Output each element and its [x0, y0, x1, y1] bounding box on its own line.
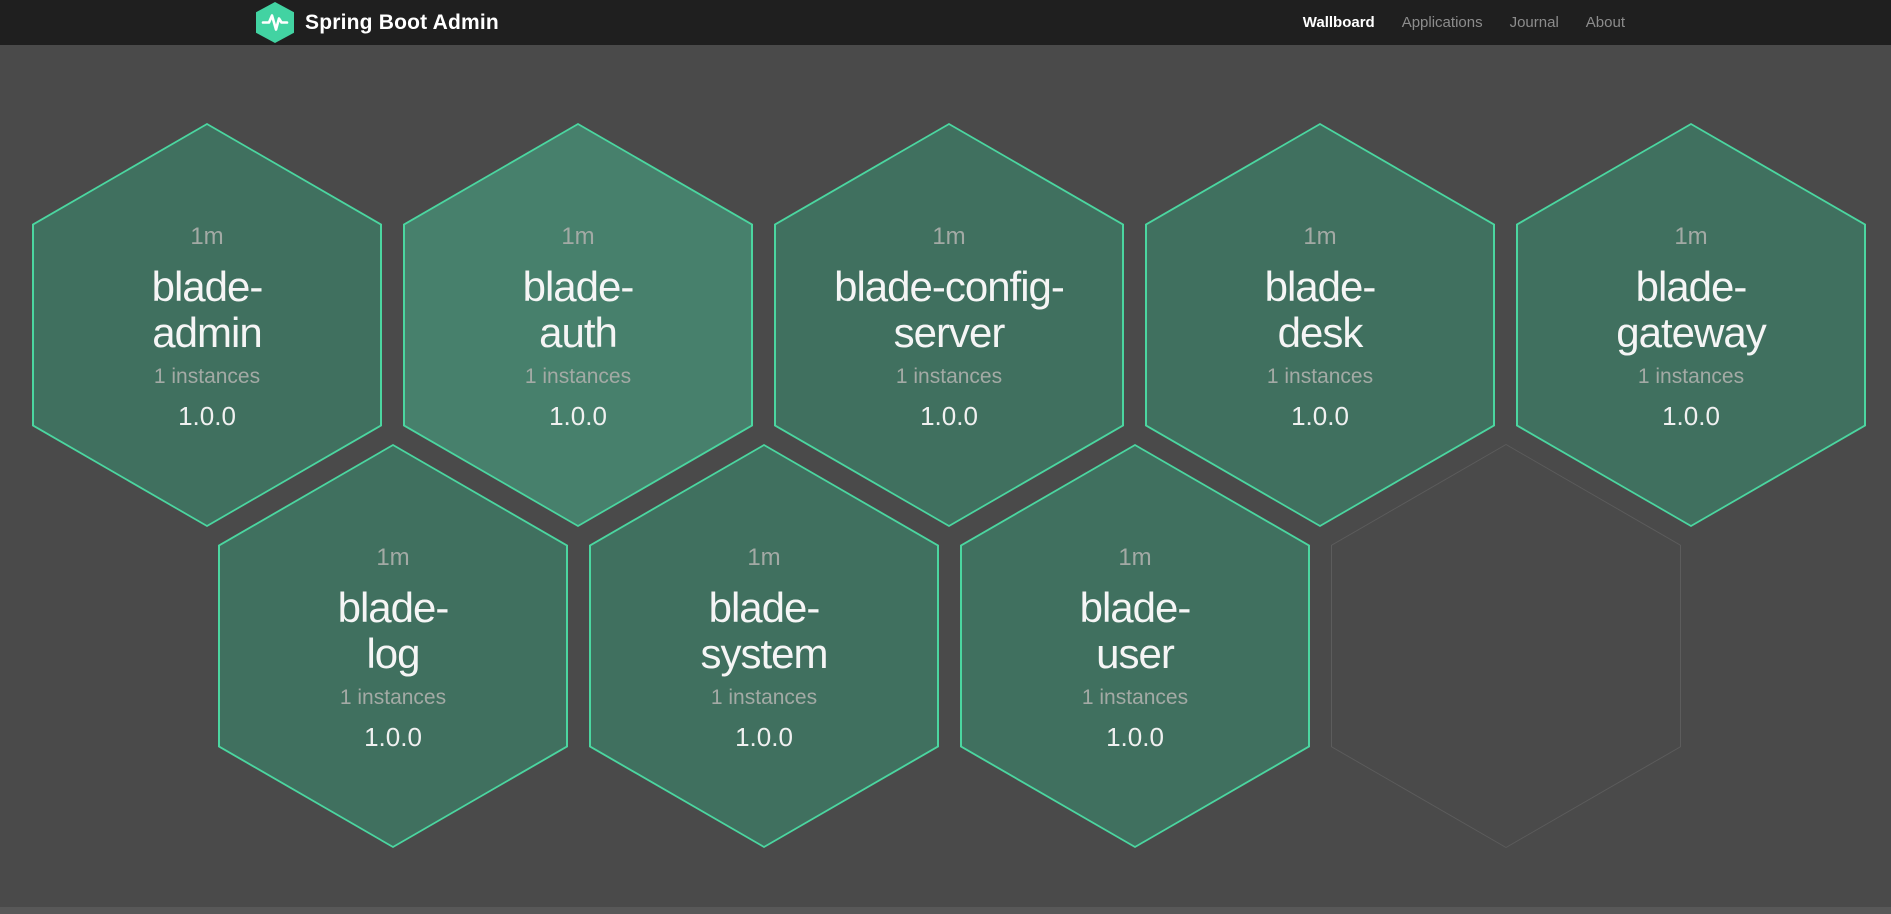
app-hexagon-blade-config-server[interactable]: 1m blade-config-server 1 instances 1.0.0	[774, 123, 1124, 527]
app-name: blade-admin	[151, 263, 264, 356]
app-instances: 1 instances	[1266, 365, 1374, 388]
app-uptime: 1m	[376, 544, 410, 571]
app-name: blade-user	[1079, 584, 1192, 677]
app-hexagon-blade-auth[interactable]: 1m blade-auth 1 instances 1.0.0	[403, 123, 753, 527]
brand-title: Spring Boot Admin	[305, 10, 499, 34]
wallboard: 1m blade-admin 1 instances 1.0.0 1m blade-aut…	[0, 45, 1891, 907]
top-navbar: Spring Boot Admin Wallboard Applications J…	[0, 0, 1891, 45]
app-hexagon-blade-gateway[interactable]: 1m blade-gateway 1 instances 1.0.0	[1516, 123, 1866, 527]
app-hexagon-blade-desk[interactable]: 1m blade-desk 1 instances 1.0.0	[1145, 123, 1495, 527]
app-uptime: 1m	[1674, 223, 1708, 250]
app-version: 1.0.0	[1291, 401, 1349, 431]
app-version: 1.0.0	[735, 722, 793, 752]
app-hexagon-blade-log[interactable]: 1m blade-log 1 instances 1.0.0	[218, 444, 568, 848]
app-hexagon-blade-admin[interactable]: 1m blade-admin 1 instances 1.0.0	[32, 123, 382, 527]
app-version: 1.0.0	[549, 401, 607, 431]
app-name: blade-auth	[522, 263, 635, 356]
app-name: blade-config-server	[834, 263, 1065, 356]
hexagon-fill: 1m blade-log 1 instances 1.0.0	[220, 446, 566, 846]
app-name: blade-desk	[1264, 263, 1377, 356]
empty-hexagon-fill	[1332, 445, 1680, 847]
hexagon-border: 1m blade-desk 1 instances 1.0.0	[1145, 123, 1495, 527]
hexagon-fill: 1m blade-system 1 instances 1.0.0	[591, 446, 937, 846]
nav-item-wallboard[interactable]: Wallboard	[1302, 14, 1375, 31]
app-version: 1.0.0	[178, 401, 236, 431]
hexagon-border: 1m blade-user 1 instances 1.0.0	[960, 444, 1310, 848]
main-nav: Wallboard Applications Journal About	[1303, 14, 1625, 31]
app-uptime: 1m	[1303, 223, 1337, 250]
app-hexagon-blade-user[interactable]: 1m blade-user 1 instances 1.0.0	[960, 444, 1310, 848]
pulse-hexagon-icon	[256, 2, 294, 43]
app-instances: 1 instances	[524, 365, 632, 388]
hexagon-fill: 1m blade-user 1 instances 1.0.0	[962, 446, 1308, 846]
page-bottom-strip	[0, 907, 1891, 914]
app-instances: 1 instances	[1081, 686, 1189, 709]
hexagon-border: 1m blade-gateway 1 instances 1.0.0	[1516, 123, 1866, 527]
hexagon-border: 1m blade-log 1 instances 1.0.0	[218, 444, 568, 848]
app-instances: 1 instances	[710, 686, 818, 709]
empty-hexagon-slot	[1331, 444, 1681, 848]
nav-item-about[interactable]: About	[1585, 14, 1625, 31]
nav-item-applications[interactable]: Applications	[1401, 14, 1483, 31]
hexagon-border: 1m blade-admin 1 instances 1.0.0	[32, 123, 382, 527]
app-uptime: 1m	[1118, 544, 1152, 571]
app-name: blade-gateway	[1616, 263, 1766, 356]
app-version: 1.0.0	[1106, 722, 1164, 752]
app-version: 1.0.0	[364, 722, 422, 752]
app-uptime: 1m	[561, 223, 595, 250]
empty-hexagon-outline	[1331, 444, 1681, 848]
app-hexagon-blade-system[interactable]: 1m blade-system 1 instances 1.0.0	[589, 444, 939, 848]
app-name: blade-system	[700, 584, 828, 677]
app-instances: 1 instances	[895, 365, 1003, 388]
app-uptime: 1m	[932, 223, 966, 250]
app-version: 1.0.0	[1662, 401, 1720, 431]
app-version: 1.0.0	[920, 401, 978, 431]
brand[interactable]: Spring Boot Admin	[256, 2, 499, 43]
nav-item-journal[interactable]: Journal	[1509, 14, 1559, 31]
app-name: blade-log	[337, 584, 450, 677]
app-instances: 1 instances	[339, 686, 447, 709]
app-uptime: 1m	[190, 223, 224, 250]
app-instances: 1 instances	[1637, 365, 1745, 388]
hexagon-border: 1m blade-system 1 instances 1.0.0	[589, 444, 939, 848]
app-uptime: 1m	[747, 544, 781, 571]
app-instances: 1 instances	[153, 365, 261, 388]
